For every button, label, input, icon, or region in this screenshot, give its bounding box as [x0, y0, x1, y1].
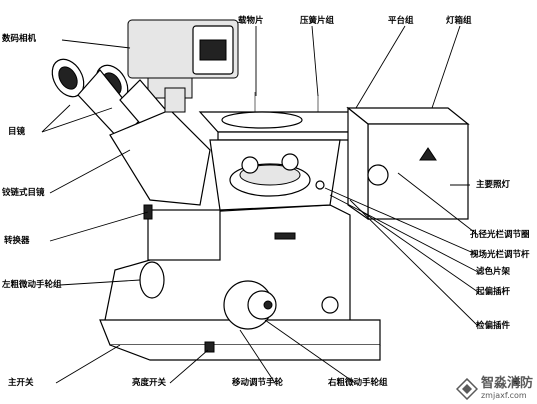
- watermark-logo-icon: [455, 377, 478, 400]
- label-aperture-diaphragm: 孔径光栏调节圈: [470, 230, 530, 240]
- label-stage-plate: 载物片: [238, 16, 264, 26]
- focus-knobs: [139, 261, 277, 330]
- label-right-focus: 右粗微动手轮组: [328, 378, 388, 388]
- binocular-head: [109, 87, 211, 206]
- label-lamp-house: 灯箱组: [446, 16, 472, 26]
- eyepieces: [51, 58, 171, 141]
- label-lamp-adjust: 主要照灯: [476, 180, 511, 190]
- objective-turret: [229, 153, 311, 197]
- label-polarizer: 起偏插杆: [476, 287, 511, 297]
- label-field-diaphragm: 视场光栏调节杆: [470, 250, 530, 260]
- watermark: 智淼消防 zmjaxf.com: [455, 376, 533, 400]
- label-coarse-fine-knob: 移动调节手轮: [232, 378, 284, 388]
- label-main-switch: 主开关: [8, 378, 34, 388]
- watermark-title: 智淼消防: [480, 376, 533, 391]
- label-stage-clips: 压簧片组: [300, 16, 335, 26]
- label-stage: 平台组: [388, 16, 414, 26]
- lamp-house: [346, 106, 470, 221]
- watermark-url: zmjaxf.com: [480, 391, 527, 400]
- label-light-switch: 亮度开关: [132, 378, 167, 388]
- label-left-focus: 左粗微动手轮组: [2, 280, 62, 290]
- label-binocular-head: 铰链式目镜: [2, 188, 45, 198]
- label-eyepiece: 目镜: [8, 127, 26, 137]
- label-filter-holder: 滤色片架: [476, 267, 511, 277]
- label-objective-turret: 转换器: [4, 236, 30, 246]
- stage-plate: [198, 92, 370, 141]
- label-base: 座: [512, 378, 521, 388]
- label-camera: 数码相机: [2, 34, 37, 44]
- label-analyzer: 检偏插件: [476, 321, 511, 331]
- digital-camera: [127, 19, 239, 99]
